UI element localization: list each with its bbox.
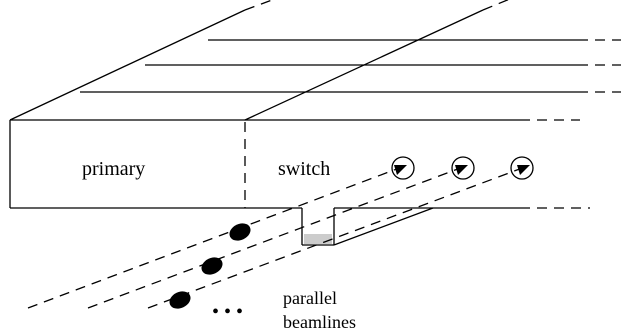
label-primary: primary (82, 158, 145, 180)
arrowhead-2 (455, 165, 468, 175)
switch-target-2 (451, 156, 475, 180)
label-beamlines: beamlines (283, 312, 356, 332)
top-dashed-extensions (244, 0, 621, 93)
beamline-1 (27, 166, 403, 309)
label-ellipsis: • • • (212, 301, 243, 323)
top-left-dashed-extension (244, 0, 273, 11)
beamline-arrowheads (394, 165, 530, 175)
switch-target-3 (510, 156, 534, 180)
arrowhead-1 (394, 165, 407, 175)
beamline-3 (147, 166, 526, 309)
top-left-depth-edge (9, 9, 246, 121)
beam-bunch-3 (169, 291, 191, 309)
front-dashed-extensions (520, 119, 590, 209)
top-middle-dashed-extension (482, 0, 510, 11)
incoming-beamlines (27, 166, 526, 309)
beamline-2 (87, 166, 464, 309)
switch-targets (391, 156, 534, 180)
switch-target-1 (391, 156, 415, 180)
beam-bunch-2 (201, 257, 223, 275)
arrowhead-3 (517, 165, 530, 175)
beam-bunches (169, 223, 251, 309)
notch-slanted-floor (333, 207, 434, 246)
label-parallel: parallel (283, 288, 337, 308)
beam-bunch-1 (229, 223, 251, 241)
label-switch: switch (278, 158, 330, 180)
notch-shading (304, 234, 332, 244)
front-face (9, 119, 520, 246)
top-surface (9, 9, 578, 121)
